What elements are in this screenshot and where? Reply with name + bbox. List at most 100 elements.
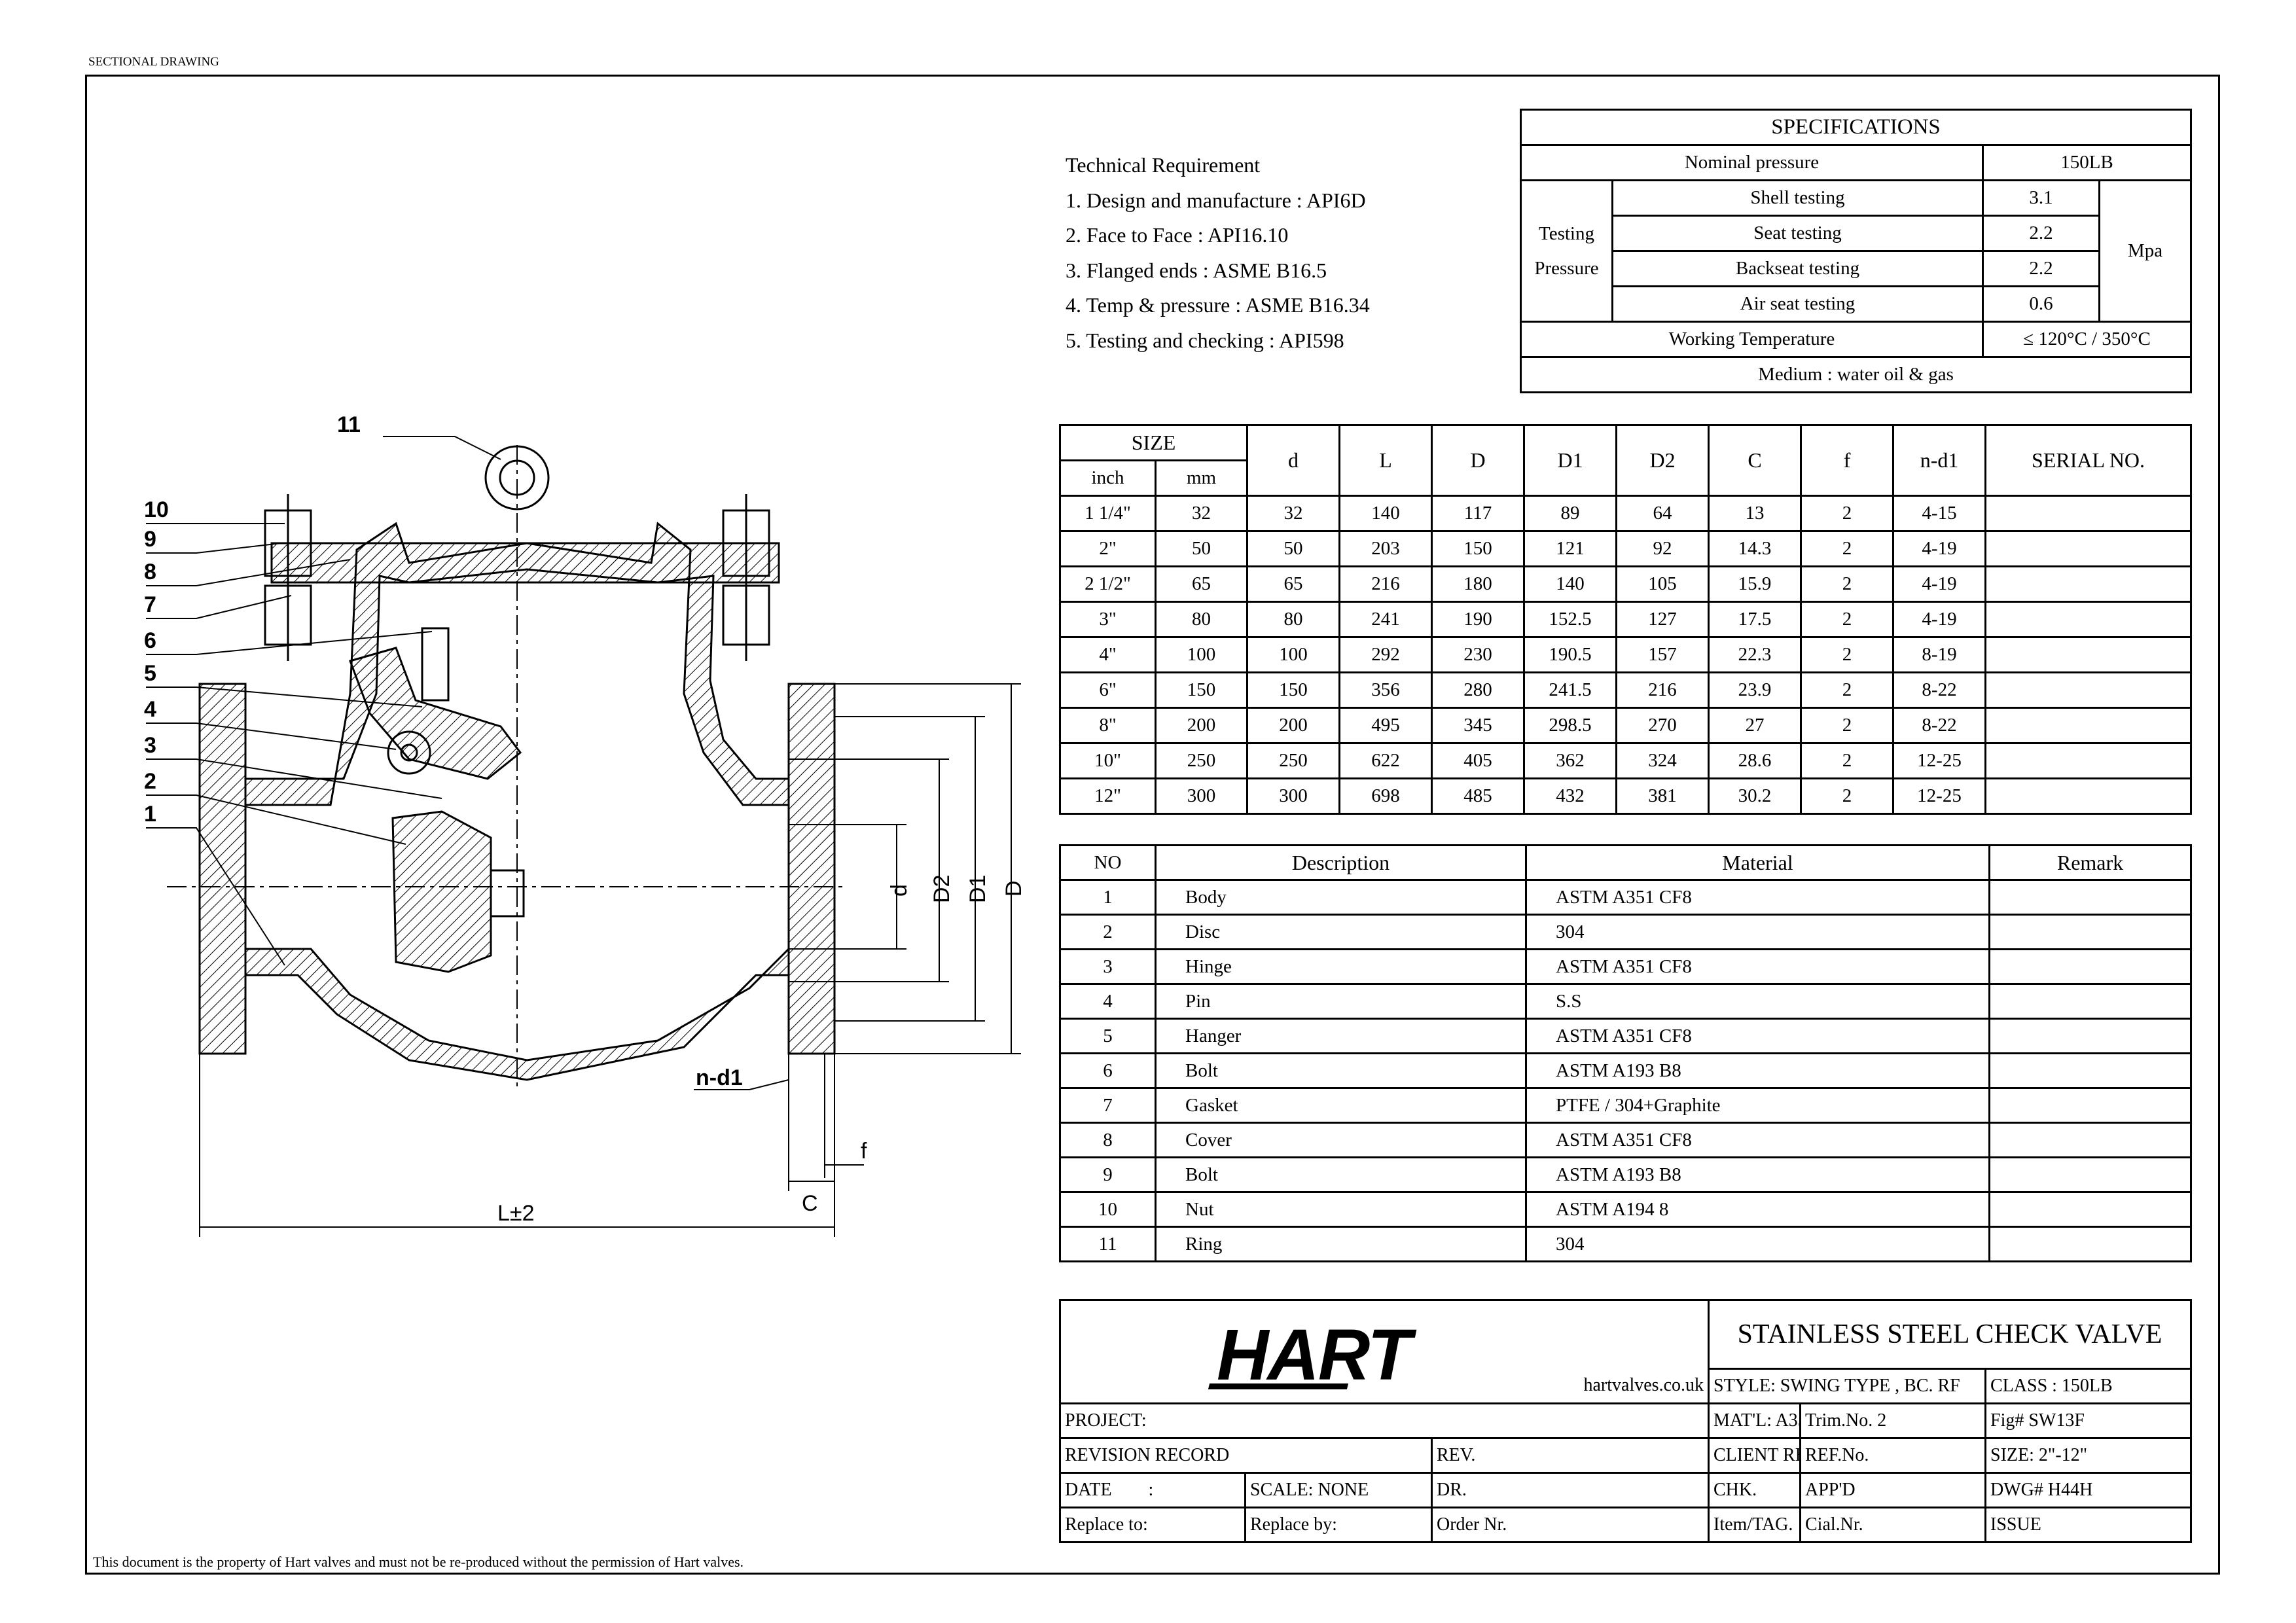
dim-D1: D1 (965, 875, 990, 903)
dims-cell: 6" (1059, 671, 1157, 709)
dim-header: f (1800, 424, 1895, 497)
dims-cell: 345 (1431, 707, 1526, 744)
dims-cell: 190 (1431, 601, 1526, 638)
callout-7: 7 (144, 592, 156, 617)
dims-cell: 2 (1800, 777, 1895, 815)
dims-cell: 12" (1059, 777, 1157, 815)
test-value: 3.1 (1982, 179, 2100, 217)
approved-by: APP'D (1799, 1472, 1986, 1508)
dims-cell: 65 (1246, 565, 1341, 603)
spec-caption: SPECIFICATIONS (1520, 109, 2192, 146)
bom-no: 5 (1059, 1018, 1157, 1054)
hinge-pin (387, 730, 431, 775)
dims-cell: 64 (1615, 495, 1710, 532)
testing-pressure-label: Testing Pressure (1520, 179, 1613, 323)
style: STYLE: SWING TYPE , BC. RF (1708, 1367, 1986, 1405)
serial-no-header: SERIAL NO. (1984, 424, 2193, 497)
bom-description: Body (1155, 879, 1527, 916)
bom-no: 6 (1059, 1052, 1157, 1089)
bom-no: 4 (1059, 983, 1157, 1020)
bom-remark (1988, 1191, 2192, 1228)
bom-material: ASTM A193 B8 (1525, 1052, 1990, 1089)
website: hartvalves.co.uk (1583, 1375, 1704, 1395)
bom-no: 3 (1059, 948, 1157, 985)
dwg-no: DWG# H44H (1984, 1472, 2193, 1508)
client-ref: CLIENT REF : No. (1708, 1437, 1801, 1474)
material: MAT'L: A351 CF8 (1708, 1402, 1801, 1439)
specifications-table: SPECIFICATIONS Nominal pressure 150LB Te… (1520, 109, 2192, 393)
serial-no-cell (1984, 742, 2193, 779)
bom-no: 1 (1059, 879, 1157, 916)
dims-cell: 150 (1154, 671, 1249, 709)
bom-material: ASTM A351 CF8 (1525, 879, 1990, 916)
dims-cell: 13 (1708, 495, 1803, 532)
serial-no-cell (1984, 636, 2193, 673)
sheet-title: SECTIONAL DRAWING (88, 55, 219, 69)
trim-no: Trim.No. 2 (1799, 1402, 1986, 1439)
bom-description: Hinge (1155, 948, 1527, 985)
dims-cell: 190.5 (1523, 636, 1618, 673)
dims-cell: 140 (1338, 495, 1433, 532)
nominal-pressure-value: 150LB (1982, 144, 2192, 181)
bom-description: Bolt (1155, 1052, 1527, 1089)
replace-to: Replace to: (1059, 1507, 1246, 1543)
bom-description: Gasket (1155, 1087, 1527, 1124)
dims-cell: 50 (1246, 530, 1341, 567)
fig: Fig# SW13F (1984, 1402, 2193, 1439)
bom-no: 9 (1059, 1156, 1157, 1193)
dims-cell: 200 (1154, 707, 1249, 744)
dim-header: C (1708, 424, 1803, 497)
dims-cell: 30.2 (1708, 777, 1803, 815)
bom-description: Pin (1155, 983, 1527, 1020)
bom-no: 10 (1059, 1191, 1157, 1228)
serial-no-cell (1984, 530, 2193, 567)
dims-cell: 405 (1431, 742, 1526, 779)
drawn-by: DR. (1431, 1472, 1710, 1508)
bom-remark (1988, 1122, 2192, 1158)
dim-D: D (1001, 880, 1026, 897)
dims-cell: 50 (1154, 530, 1249, 567)
dims-cell: 300 (1246, 777, 1341, 815)
bom-remark (1988, 914, 2192, 950)
project: PROJECT: (1059, 1402, 1710, 1439)
replace-by: Replace by: (1244, 1507, 1433, 1543)
dims-cell: 4-19 (1892, 565, 1987, 603)
bom-material: ASTM A351 CF8 (1525, 1122, 1990, 1158)
left-flange (198, 683, 247, 1055)
hanger-bolt (421, 627, 450, 702)
hart-logo: HART (1217, 1315, 1412, 1395)
dims-cell: 150 (1431, 530, 1526, 567)
bom-material: ASTM A351 CF8 (1525, 948, 1990, 985)
bom-remark (1988, 1156, 2192, 1193)
test-name: Air seat testing (1611, 285, 1984, 323)
dims-cell: 280 (1431, 671, 1526, 709)
dims-cell: 140 (1523, 565, 1618, 603)
dims-cell: 8-22 (1892, 707, 1987, 744)
dims-cell: 324 (1615, 742, 1710, 779)
dims-cell: 2" (1059, 530, 1157, 567)
dims-cell: 8" (1059, 707, 1157, 744)
dims-cell: 32 (1154, 495, 1249, 532)
dims-cell: 65 (1154, 565, 1249, 603)
serial-no-cell (1984, 707, 2193, 744)
test-value: 2.2 (1982, 250, 2100, 287)
dims-cell: 250 (1154, 742, 1249, 779)
callout-3: 3 (144, 733, 156, 758)
dim-header: D (1431, 424, 1526, 497)
dims-cell: 3" (1059, 601, 1157, 638)
dims-cell: 241.5 (1523, 671, 1618, 709)
dims-cell: 4" (1059, 636, 1157, 673)
dim-header: D1 (1523, 424, 1618, 497)
callout-4: 4 (144, 697, 156, 722)
dims-cell: 15.9 (1708, 565, 1803, 603)
callout-6: 6 (144, 628, 156, 653)
